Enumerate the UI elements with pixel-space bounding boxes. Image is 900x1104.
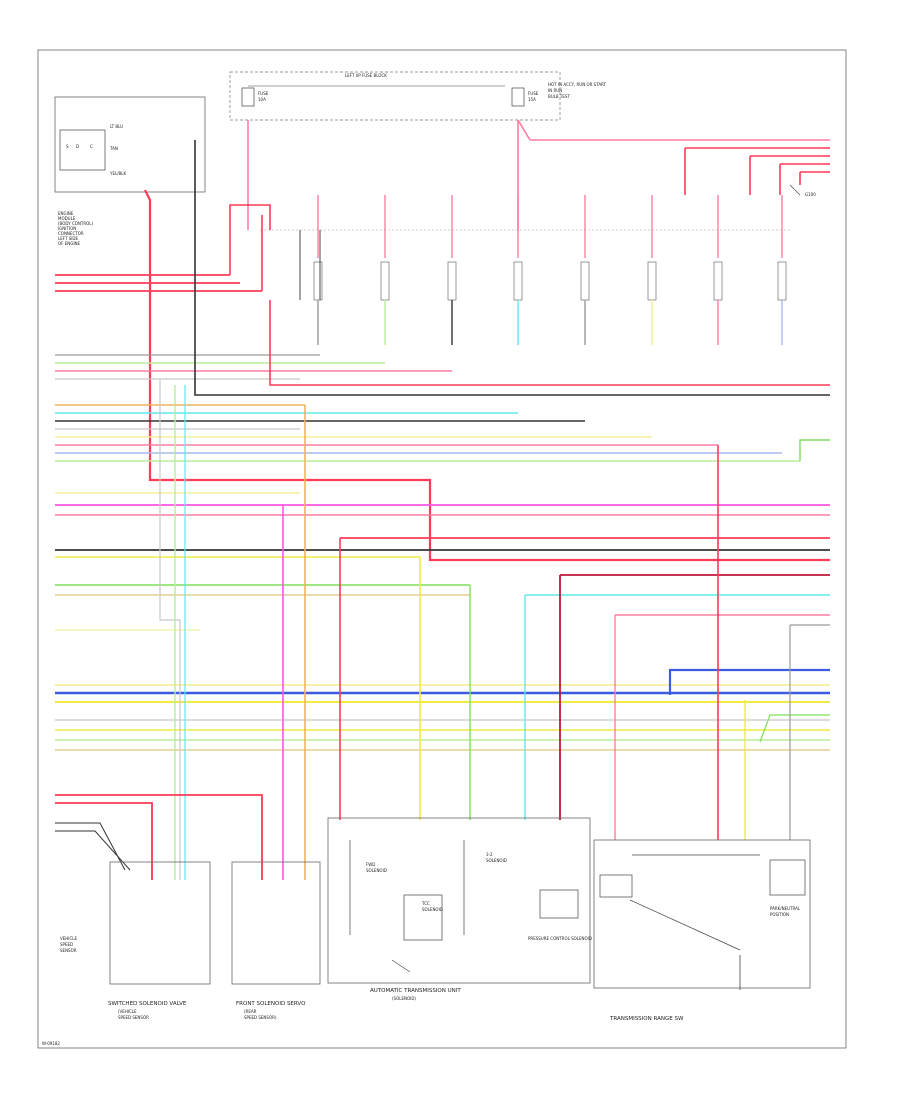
relay-switch	[647, 261, 657, 301]
svg-text:SPEED SENSOR): SPEED SENSOR)	[244, 1015, 277, 1020]
svg-text:(REAR: (REAR	[244, 1009, 257, 1014]
wire	[269, 300, 830, 386]
svg-text:SOLENOID: SOLENOID	[486, 858, 507, 863]
svg-text:OF ENGINE: OF ENGINE	[58, 241, 81, 246]
svg-text:10A: 10A	[258, 97, 266, 102]
svg-text:LEFT SIDE: LEFT SIDE	[58, 236, 79, 241]
svg-text:YEL/BLK: YEL/BLK	[109, 171, 127, 176]
relay-switch	[380, 261, 390, 301]
svg-text:15A: 15A	[528, 97, 536, 102]
wire	[55, 822, 126, 871]
svg-text:LT BLU: LT BLU	[110, 124, 123, 129]
svg-text:BULB TEST: BULB TEST	[548, 94, 570, 99]
harness-lines	[55, 140, 830, 880]
svg-text:PARK/NEUTRAL: PARK/NEUTRAL	[770, 906, 801, 911]
wire	[55, 830, 131, 871]
trans-unit-caption: AUTOMATIC TRANSMISSION UNIT	[370, 988, 461, 994]
diagram-frame	[37, 49, 847, 1049]
svg-text:TAN: TAN	[109, 146, 118, 151]
svg-text:SOLENOID: SOLENOID	[422, 907, 443, 912]
svg-text:SPEED SENSOR: SPEED SENSOR	[118, 1015, 149, 1020]
wire	[759, 714, 830, 743]
svg-text:C: C	[90, 144, 93, 149]
wire	[229, 204, 271, 275]
svg-text:TCC: TCC	[421, 901, 430, 906]
svg-text:FUSE: FUSE	[528, 91, 539, 96]
svg-text:IN RUN: IN RUN	[548, 88, 562, 93]
relay-switch	[313, 261, 323, 301]
svg-text:VEHICLE: VEHICLE	[60, 936, 77, 941]
fuse-block: LEFT I/P FUSE BLOCK FUSE 10A FUSE 15A HO…	[229, 71, 607, 121]
top-right-note: HOT IN ACCY, RUN OR START	[548, 82, 607, 87]
svg-text:FUSE: FUSE	[258, 91, 269, 96]
wire	[55, 802, 153, 880]
relay-switch	[513, 261, 523, 301]
bottom-mid-solenoid-box: FRONT SOLENOID SERVO (REAR SPEED SENSOR)	[231, 861, 321, 1020]
wire	[159, 380, 181, 880]
svg-text:FWD: FWD	[366, 862, 375, 867]
wire	[799, 439, 830, 461]
svg-text:(SOLENOID): (SOLENOID)	[392, 996, 416, 1001]
bottom-left-solenoid-box: VEHICLE SPEED SENSOR SWITCHED SOLENOID V…	[60, 861, 211, 1020]
wire	[55, 794, 263, 880]
bottom-left-caption: SWITCHED SOLENOID VALVE	[108, 1001, 187, 1007]
svg-text:ENGINE: ENGINE	[58, 211, 74, 216]
svg-text:3-2: 3-2	[486, 852, 493, 857]
svg-text:S: S	[66, 144, 69, 149]
footer-code: W-09182	[42, 1041, 60, 1046]
svg-text:G100: G100	[805, 192, 816, 197]
relay-switch	[447, 261, 457, 301]
svg-text:(VEHICLE: (VEHICLE	[118, 1009, 137, 1014]
relay-bus	[247, 119, 830, 231]
relay-row	[299, 195, 787, 345]
automatic-transmission-unit: FWD SOLENOID 3-2 SOLENOID TCC SOLENOID P…	[327, 817, 592, 1001]
svg-text:(BODY CONTROL): (BODY CONTROL)	[58, 221, 93, 226]
relay-switch	[580, 261, 590, 301]
svg-text:CONNECTOR: CONNECTOR	[58, 231, 84, 236]
transmission-range-switch: PARK/NEUTRAL POSITION TRANSMISSION RANGE…	[593, 839, 811, 1022]
svg-text:POSITION: POSITION	[770, 912, 789, 917]
svg-text:D: D	[76, 144, 79, 149]
wire	[668, 668, 830, 695]
svg-text:SPEED: SPEED	[60, 942, 73, 947]
pressure-label: PRESSURE CONTROL SOLENOID	[528, 936, 592, 941]
bottom-mid-caption: FRONT SOLENOID SERVO	[236, 1001, 306, 1007]
range-switch-caption: TRANSMISSION RANGE SW	[609, 1016, 684, 1022]
relay-switch	[713, 261, 723, 301]
svg-text:SOLENOID: SOLENOID	[366, 868, 387, 873]
long-red-wire	[144, 189, 830, 562]
svg-text:SENSOR: SENSOR	[60, 948, 77, 953]
fuse-block-label: LEFT I/P FUSE BLOCK	[345, 73, 387, 78]
relay-switch	[777, 261, 787, 301]
top-left-module: S D C LT BLU TAN YEL/BLK ENGINE MODULE (…	[54, 96, 206, 246]
wire	[194, 140, 830, 396]
svg-text:MODULE: MODULE	[58, 216, 76, 221]
top-right-branches: G100	[684, 147, 830, 197]
svg-text:IGNITION: IGNITION	[58, 226, 76, 231]
